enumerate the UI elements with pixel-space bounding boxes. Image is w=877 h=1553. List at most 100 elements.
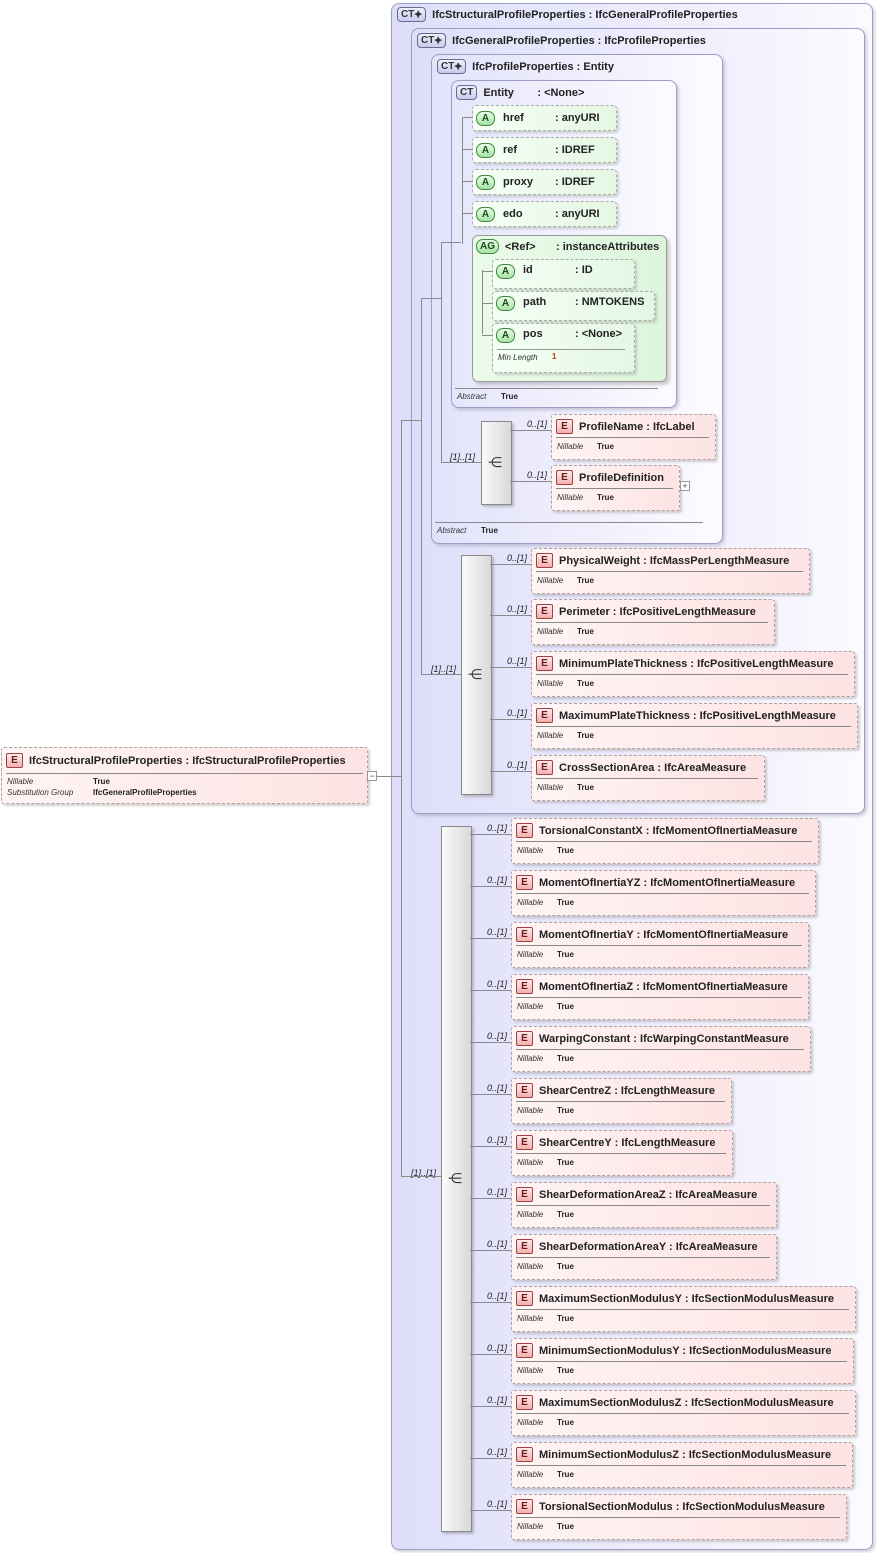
element-icon: E bbox=[516, 1083, 533, 1098]
element-multiplicity: 0..[1] bbox=[487, 1031, 508, 1041]
element-multiplicity: 0..[1] bbox=[507, 760, 528, 770]
attribute-name: ref bbox=[503, 144, 518, 156]
element-title: WarpingConstant : IfcWarpingConstantMeas… bbox=[539, 1032, 789, 1045]
element-connector bbox=[470, 1094, 511, 1095]
element-prop-value: True bbox=[557, 898, 574, 907]
root-prop-1-key: Substitution Group bbox=[7, 788, 74, 797]
element-prop-key: Nillable bbox=[517, 1366, 544, 1375]
collapse-button[interactable]: − bbox=[367, 771, 377, 781]
element-title: MomentOfInertiaY : IfcMomentOfInertiaMea… bbox=[539, 928, 789, 941]
branch-to-structural-seq bbox=[401, 1176, 441, 1177]
structural-sequence[interactable] bbox=[441, 826, 472, 1532]
expand-button[interactable]: + bbox=[680, 481, 690, 491]
attribute-icon: A bbox=[476, 142, 495, 158]
ct-profile-abstract-label: Abstract bbox=[437, 526, 467, 535]
attribute-name: id bbox=[523, 264, 533, 276]
attribute-name: proxy bbox=[503, 176, 533, 188]
element-icon: E bbox=[536, 708, 553, 723]
element-prop-value: True bbox=[557, 1210, 574, 1219]
branch-to-entity bbox=[441, 242, 461, 243]
element-title: MinimumPlateThickness : IfcPositiveLengt… bbox=[559, 657, 834, 670]
attribute-icon: A bbox=[496, 264, 515, 279]
root-element[interactable]: E IfcStructuralProfileProperties : IfcSt… bbox=[1, 747, 368, 804]
element-prop-key: Nillable bbox=[517, 898, 544, 907]
element-prop-value: True bbox=[577, 627, 594, 636]
trunk-profile bbox=[441, 242, 442, 462]
attribute-icon: A bbox=[476, 206, 495, 222]
element-connector bbox=[490, 719, 531, 720]
element-icon: E bbox=[556, 470, 573, 485]
element-icon: E bbox=[516, 1031, 533, 1046]
attribute-type: : anyURI bbox=[555, 112, 600, 124]
element-header: E WarpingConstant : IfcWarpingConstantMea… bbox=[516, 1031, 789, 1046]
element-title: MomentOfInertiaYZ : IfcMomentOfInertiaMe… bbox=[539, 876, 796, 889]
group-tree-line bbox=[482, 270, 483, 334]
complex-type-icon: CT⯌ bbox=[437, 59, 467, 74]
root-prop-0-key: Nillable bbox=[7, 777, 34, 786]
attribute-type: : anyURI bbox=[555, 208, 600, 220]
element-title: ShearCentreZ : IfcLengthMeasure bbox=[539, 1084, 716, 1097]
ct-structural-title: IfcStructuralProfileProperties : IfcGene… bbox=[432, 8, 738, 21]
element-connector bbox=[470, 1042, 511, 1043]
branch-to-general-seq bbox=[421, 674, 461, 675]
element-rule bbox=[516, 1205, 770, 1206]
element-rule bbox=[536, 778, 758, 779]
element-prop-key: Nillable bbox=[517, 950, 544, 959]
profile-sequence[interactable] bbox=[481, 421, 512, 505]
ct-entity-type: : <None> bbox=[537, 86, 585, 99]
element-rule bbox=[556, 437, 709, 438]
element-4[interactable]: E WarpingConstant : IfcWarpingConstantMea… bbox=[511, 1026, 811, 1072]
element-multiplicity: 0..[1] bbox=[487, 1291, 508, 1301]
element-icon: E bbox=[516, 1239, 533, 1254]
element-rule bbox=[516, 997, 802, 998]
branch-to-profile-seq bbox=[441, 462, 481, 463]
element-icon: E bbox=[516, 1135, 533, 1150]
element-multiplicity: 0..[1] bbox=[527, 470, 548, 480]
element-rule bbox=[516, 1517, 840, 1518]
element-prop-value: True bbox=[577, 679, 594, 688]
element-prop-key: Nillable bbox=[517, 1158, 544, 1167]
element-rule bbox=[536, 674, 848, 675]
general-sequence[interactable] bbox=[461, 555, 492, 795]
element-icon: E bbox=[556, 419, 573, 434]
element-title: MinimumSectionModulusZ : IfcSectionModul… bbox=[539, 1448, 832, 1461]
element-prop-value: True bbox=[557, 1106, 574, 1115]
ct-profile-rule bbox=[435, 522, 703, 523]
element-prop-value: True bbox=[557, 1158, 574, 1167]
element-connector bbox=[490, 771, 531, 772]
element-title: MomentOfInertiaZ : IfcMomentOfInertiaMea… bbox=[539, 980, 788, 993]
